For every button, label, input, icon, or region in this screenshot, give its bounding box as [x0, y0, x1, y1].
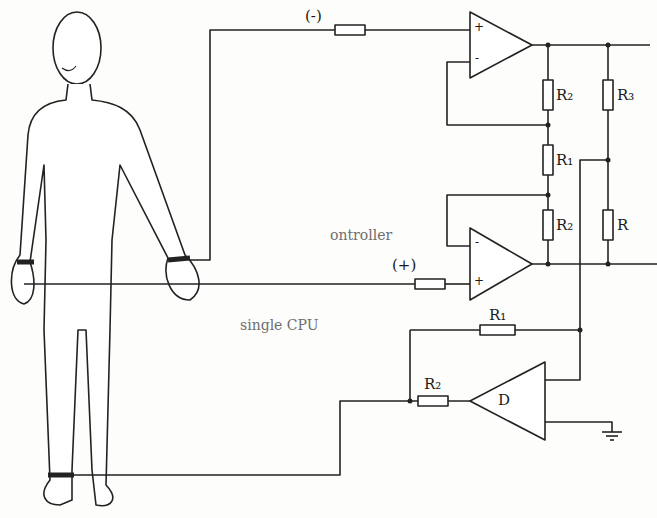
- lead-wire: [24, 283, 415, 285]
- resistor-label: R₁: [556, 153, 573, 168]
- wrist-electrode: [17, 260, 34, 265]
- body-outline: [11, 84, 199, 506]
- resistor-symbol: [480, 325, 515, 335]
- ankle-electrode: [48, 473, 74, 478]
- output-wire: [532, 263, 657, 265]
- junction-dot: [546, 193, 551, 198]
- resistor-label: R₂: [424, 377, 441, 392]
- ground-symbol: [602, 431, 622, 433]
- page-text: single CPU: [240, 318, 319, 332]
- junction-dot: [578, 328, 583, 333]
- resistor-label: R₂: [556, 218, 573, 233]
- resistor-symbol: [543, 145, 553, 175]
- resistor-label: R₃: [617, 88, 634, 103]
- lead-wire: [190, 30, 335, 260]
- resistor-label: R: [617, 218, 628, 233]
- resistor-symbol: [603, 80, 613, 110]
- junction-dot: [606, 158, 611, 163]
- resistor-symbol: [543, 80, 553, 110]
- face-smile: [62, 66, 76, 71]
- op-amp-symbol: [470, 228, 532, 300]
- junction-dot: [408, 399, 413, 404]
- input-label: (+): [392, 258, 416, 273]
- amplifier-label: D: [498, 393, 510, 408]
- ground-symbol: [610, 439, 614, 441]
- page-text: ontroller: [330, 228, 392, 242]
- junction-dot: [546, 262, 551, 267]
- pin-sign: -: [475, 52, 479, 64]
- wire: [445, 283, 470, 285]
- resistor-symbol: [415, 279, 445, 289]
- op-amp-symbol: [470, 12, 532, 78]
- resistor-symbol: [335, 25, 365, 35]
- resistor-symbol: [603, 210, 613, 240]
- resistor-label: R₂: [556, 88, 573, 103]
- lead-wire: [74, 401, 418, 475]
- pin-sign: -: [475, 236, 479, 248]
- junction-dot: [606, 43, 611, 48]
- resistor-symbol: [418, 396, 448, 406]
- wrist-electrode: [168, 258, 190, 260]
- feedback-wire: [447, 195, 548, 246]
- junction-dot: [546, 123, 551, 128]
- wire: [409, 330, 411, 401]
- input-label: (-): [305, 9, 322, 24]
- junction-dot: [546, 43, 551, 48]
- wire: [545, 422, 612, 432]
- ground-symbol: [606, 435, 618, 437]
- wire: [545, 160, 608, 380]
- op-amp-symbol: [470, 362, 545, 440]
- resistor-symbol: [543, 210, 553, 240]
- pin-sign: +: [474, 21, 484, 33]
- pin-sign: +: [474, 275, 484, 287]
- resistor-label: R₁: [489, 308, 506, 323]
- head-outline: [53, 12, 101, 84]
- junction-dot: [606, 262, 611, 267]
- wire: [365, 29, 470, 31]
- feedback-wire: [447, 62, 548, 125]
